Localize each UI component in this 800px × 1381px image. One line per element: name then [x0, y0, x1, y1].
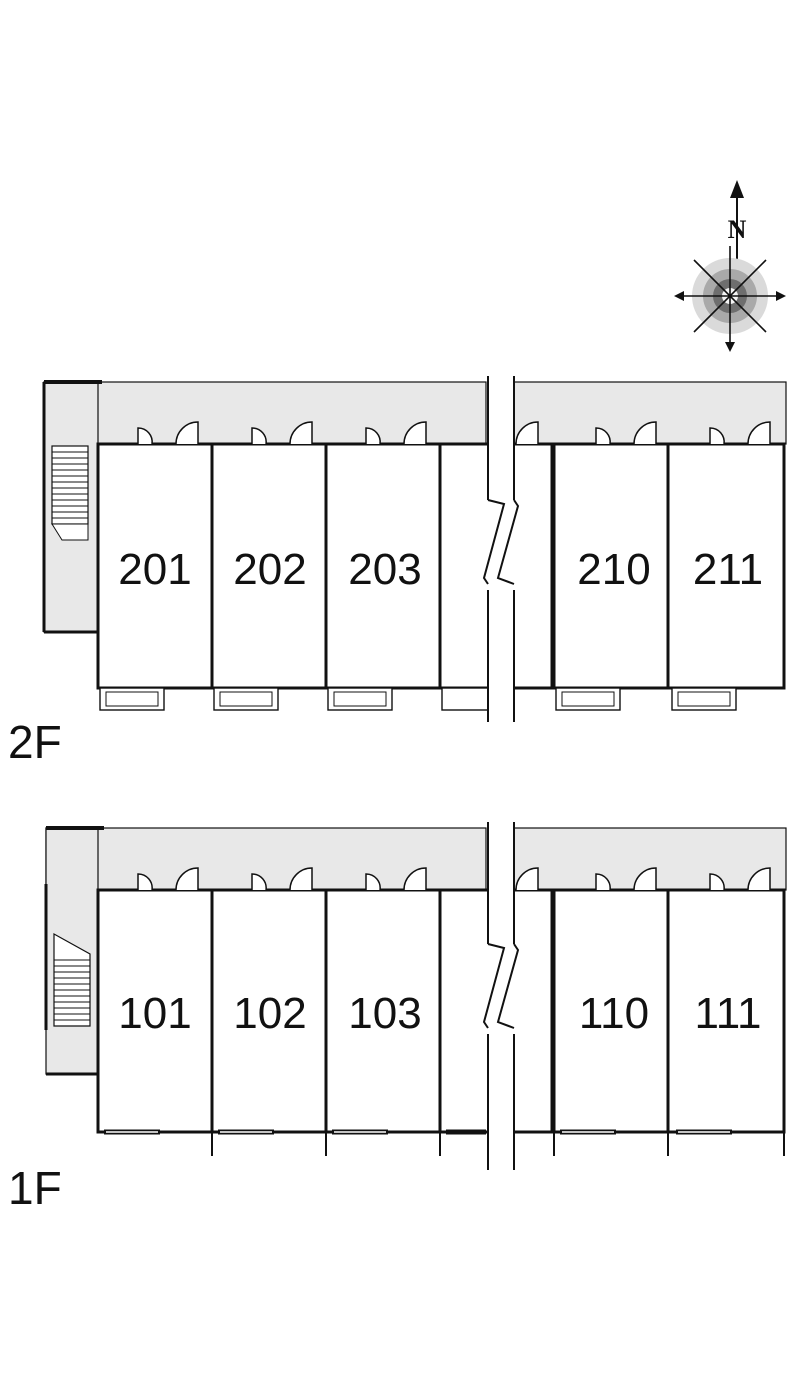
compass-rose-icon: N	[674, 180, 786, 352]
room-number: 211	[693, 545, 763, 594]
room-202: 202	[210, 421, 328, 711]
door-icon	[251, 421, 313, 445]
room-201: 201	[96, 421, 214, 711]
door-icon	[595, 421, 657, 445]
door-icon	[251, 867, 313, 891]
break-line	[482, 822, 520, 1170]
staircase	[53, 932, 91, 1027]
floor-2f: 201 202 203	[8, 376, 787, 768]
room-number: 101	[118, 989, 191, 1038]
balcony	[441, 687, 491, 711]
room-210: 210	[552, 421, 670, 711]
staircase	[51, 445, 89, 541]
floor-label: 1F	[8, 1162, 62, 1214]
room-211: 211	[666, 421, 786, 711]
room-number: 210	[577, 545, 650, 594]
break-line	[482, 376, 520, 722]
room-number: 111	[695, 989, 762, 1038]
door-icon	[595, 867, 657, 891]
room-number: 110	[579, 989, 649, 1038]
door-icon	[515, 421, 539, 445]
room-number: 103	[348, 989, 421, 1038]
door-icon	[709, 421, 771, 445]
room-111: 111	[666, 867, 786, 1156]
room-number: 203	[348, 545, 421, 594]
door-icon	[515, 867, 539, 891]
room-103: 103	[324, 867, 442, 1156]
door-icon	[709, 867, 771, 891]
room-101: 101	[96, 867, 214, 1156]
room-number: 201	[118, 545, 191, 594]
north-label: N	[728, 215, 747, 244]
door-icon	[365, 421, 427, 445]
room-number: 202	[233, 545, 306, 594]
door-icon	[137, 421, 199, 445]
room-110: 110	[552, 867, 670, 1156]
room-number: 102	[233, 989, 306, 1038]
floor-1f: 101 102 103	[8, 822, 787, 1214]
room-203: 203	[324, 421, 442, 711]
door-icon	[365, 867, 427, 891]
door-icon	[137, 867, 199, 891]
floor-label: 2F	[8, 716, 62, 768]
room-102: 102	[210, 867, 328, 1156]
